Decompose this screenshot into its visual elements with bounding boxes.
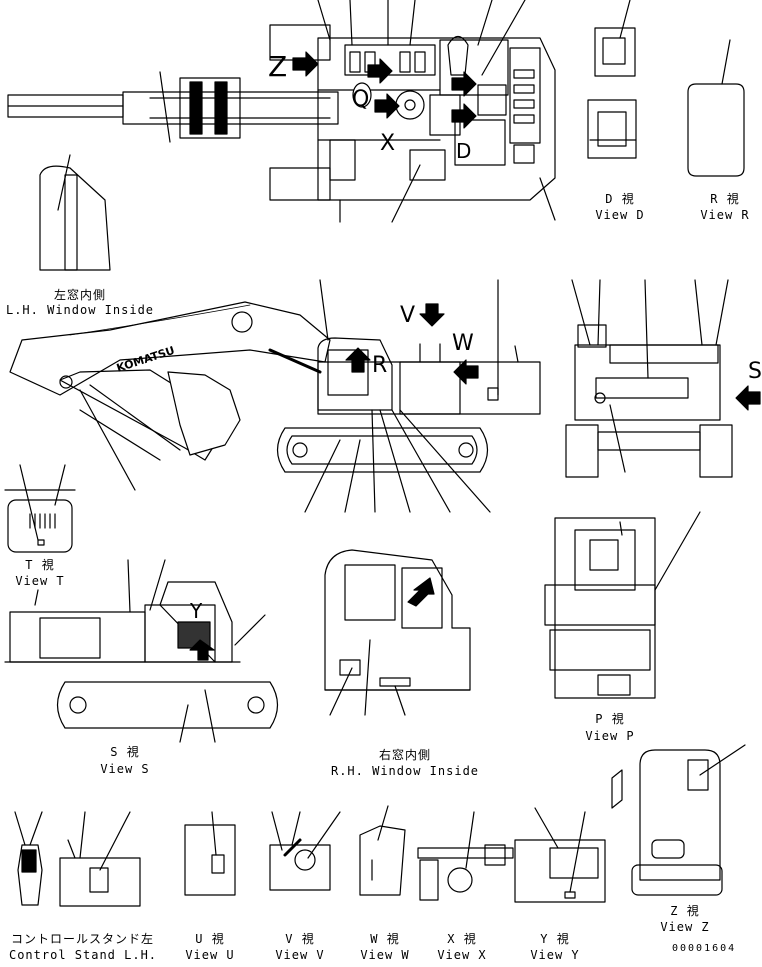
lh-window-label-jp: 左窓内側 (53, 288, 106, 302)
letter-q-top: Q (352, 87, 369, 112)
view-s-drawing (4, 559, 279, 743)
view-p-label-jp: P 視 (595, 712, 625, 726)
letter-z-top: Z (268, 50, 287, 83)
letter-y-side: Y (189, 599, 203, 623)
view-w-label-en: View W (360, 948, 410, 962)
control-stand-label-en: Control Stand L.H. (8, 948, 158, 962)
view-t-label-jp: T 視 (25, 558, 55, 572)
letter-d-top: D (456, 139, 471, 163)
arrow-top-2 (367, 58, 393, 84)
plan-track-right (269, 167, 331, 201)
arrow-v-side (419, 303, 445, 327)
view-v-label-jp: V 視 (285, 932, 315, 946)
view-w-drawing (359, 805, 406, 896)
view-w-label-jp: W 視 (370, 932, 400, 946)
view-u-drawing (184, 811, 236, 896)
arrow-y-side (189, 639, 215, 661)
view-s-label-jp: S 視 (110, 745, 140, 759)
view-z-label-jp: Z 視 (670, 904, 700, 918)
view-u-label-jp: U 視 (195, 932, 225, 946)
letter-w-side: W (452, 331, 474, 356)
view-v-label-en: View V (275, 948, 325, 962)
view-z-label-en: View Z (660, 920, 710, 934)
rh-window-drawing (324, 549, 471, 716)
arrow-top-5 (451, 103, 477, 129)
letter-r-side: R (372, 353, 387, 378)
view-d-drawing (587, 0, 637, 159)
control-stand-drawing (14, 811, 141, 907)
view-r-label-jp: R 視 (710, 192, 740, 206)
arrow-s-rear (735, 385, 761, 411)
view-r-label-en: View R (700, 208, 750, 222)
view-s-label-en: View S (100, 762, 150, 776)
view-p-drawing (544, 511, 701, 699)
view-p-label-en: View P (585, 729, 635, 743)
plan-upper-structure (317, 37, 556, 201)
rh-window-label-jp: 右窓内側 (378, 748, 431, 762)
rh-window-label-en: R.H. Window Inside (330, 764, 480, 778)
view-t-label-en: View T (15, 574, 65, 588)
lh-window-label-en: L.H. Window Inside (5, 303, 155, 317)
arrow-top-3 (374, 93, 400, 119)
view-z-drawing (611, 744, 746, 896)
arrow-z-top (292, 51, 319, 77)
side-bucket (167, 371, 241, 456)
view-s-crawler (56, 681, 279, 729)
arrow-w-side (453, 359, 479, 385)
letter-s-rear: S (748, 359, 762, 384)
view-x-label-jp: X 視 (447, 932, 477, 946)
view-y-label-en: View Y (530, 948, 580, 962)
view-x-drawing (417, 811, 514, 901)
letter-v-side: V (400, 303, 415, 328)
arrow-r-side (345, 347, 371, 373)
plan-boom (122, 91, 339, 125)
side-cab (317, 337, 393, 411)
view-x-label-en: View X (437, 948, 487, 962)
side-crawler (276, 427, 489, 473)
document-number: 00001604 (672, 943, 737, 954)
control-stand-label-jp: コントロールスタンド左 (10, 932, 154, 946)
arrow-top-4 (451, 71, 477, 97)
top-plan-view (7, 0, 556, 271)
letter-x-top: X (380, 131, 395, 156)
view-u-label-en: View U (185, 948, 235, 962)
view-t-drawing (4, 464, 76, 553)
lh-window-outline (39, 165, 111, 271)
view-v-drawing (269, 811, 341, 891)
view-d-label-jp: D 視 (605, 192, 635, 206)
view-d-label-en: View D (595, 208, 645, 222)
view-y-label-jp: Y 視 (540, 932, 570, 946)
view-y-drawing (514, 807, 606, 903)
arrow-window-rh (407, 577, 435, 607)
rear-view-machine (565, 279, 761, 478)
side-view-machine: KOMATSU (9, 279, 541, 513)
view-r-drawing (687, 39, 745, 177)
side-upper-body (317, 361, 541, 415)
